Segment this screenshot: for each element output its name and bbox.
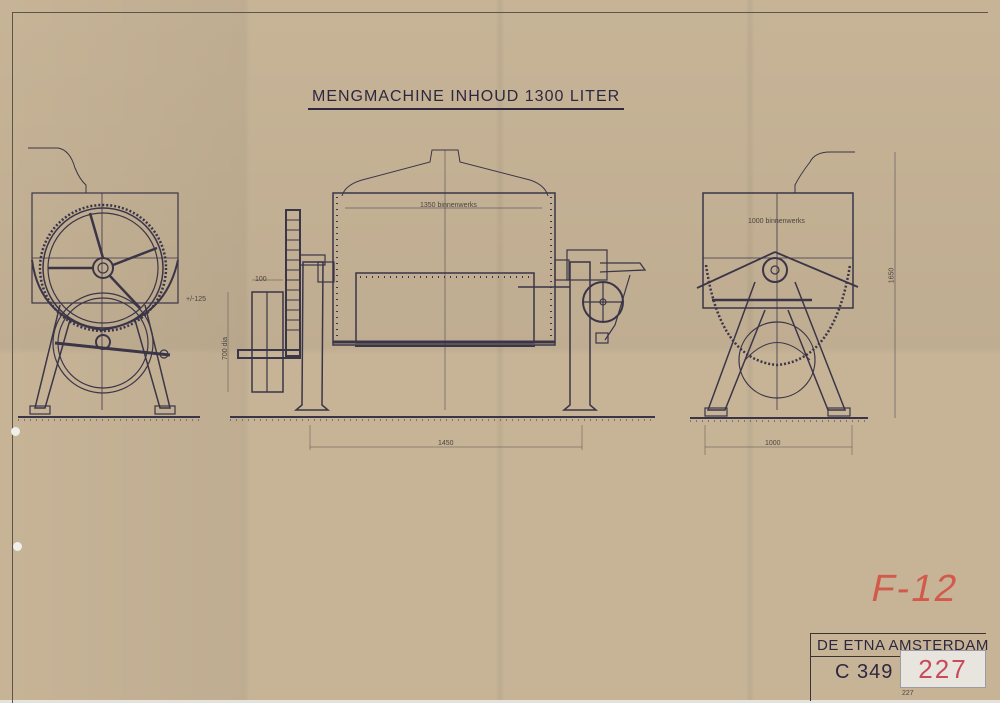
title-block-divider (811, 656, 986, 657)
dim-base-width: 1000 (765, 440, 781, 447)
title-block: DE ETNA AMSTERDAM C 349 (810, 633, 989, 701)
sheet-border (12, 12, 988, 703)
punch-hole-top (11, 427, 20, 436)
drawing-title: MENGMACHINE INHOUD 1300 LITER (308, 88, 625, 110)
dim-drum-end: 1000 binnenwerks (748, 218, 805, 225)
dim-side: +/-125 (186, 296, 207, 303)
dim-pulley-diameter: 700 dia (221, 337, 229, 360)
drawing-number: C 349 (835, 661, 894, 683)
red-mark-annotation: F-12 (867, 568, 963, 610)
dim-pulley-width: 100 (255, 276, 267, 283)
punch-hole-bottom (13, 542, 22, 551)
archive-label: 227 (900, 650, 986, 688)
archive-subtext: 227 (902, 690, 914, 697)
firm-name: DE ETNA AMSTERDAM (817, 637, 989, 654)
ground-lines (18, 416, 868, 419)
dim-overall-height: 1650 (888, 267, 896, 284)
front-view (237, 149, 647, 411)
dim-overall-length: 1450 (438, 440, 454, 447)
archive-number: 227 (918, 654, 968, 684)
end-view (696, 151, 896, 418)
left-side-view (28, 147, 179, 415)
dim-drum-front: 1350 binnenwerks (420, 202, 477, 209)
